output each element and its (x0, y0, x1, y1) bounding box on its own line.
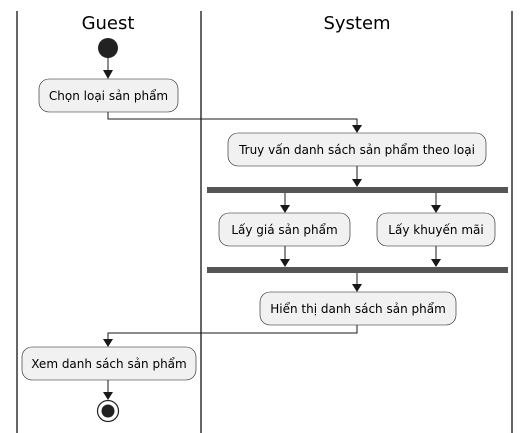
edge-choose-query (107, 112, 358, 127)
arrowhead (431, 205, 441, 213)
arrowhead (431, 259, 441, 267)
activity-show-products-label: Hiển thị danh sách sản phẩm (270, 302, 446, 316)
arrowhead (103, 339, 113, 347)
arrowhead (103, 392, 113, 400)
arrowhead (280, 259, 290, 267)
arrowhead (103, 70, 113, 79)
activity-show-products (259, 291, 457, 326)
activity-choose-category-label: Chọn loại sản phẩm (49, 89, 168, 103)
activity-query-products-label: Truy vấn danh sách sản phẩm theo loại (238, 143, 475, 157)
activity-get-promotion-label: Lấy khuyến mãi (388, 223, 483, 237)
lane-title-system: System (323, 13, 390, 34)
activity-get-price-label: Lấy giá sản phẩm (231, 223, 337, 237)
join-bar (207, 267, 508, 273)
arrowhead (352, 125, 362, 133)
activity-view-products-label: Xem danh sách sản phẩm (31, 357, 186, 371)
arrowhead (352, 284, 362, 292)
start-node (98, 38, 118, 58)
edge-show-view (107, 325, 358, 341)
fork-bar (207, 187, 508, 193)
end-node-inner (101, 404, 115, 418)
arrowhead (352, 179, 362, 187)
arrowhead (280, 205, 290, 213)
lane-title-guest: Guest (82, 13, 135, 34)
activity-view-products (21, 346, 197, 381)
